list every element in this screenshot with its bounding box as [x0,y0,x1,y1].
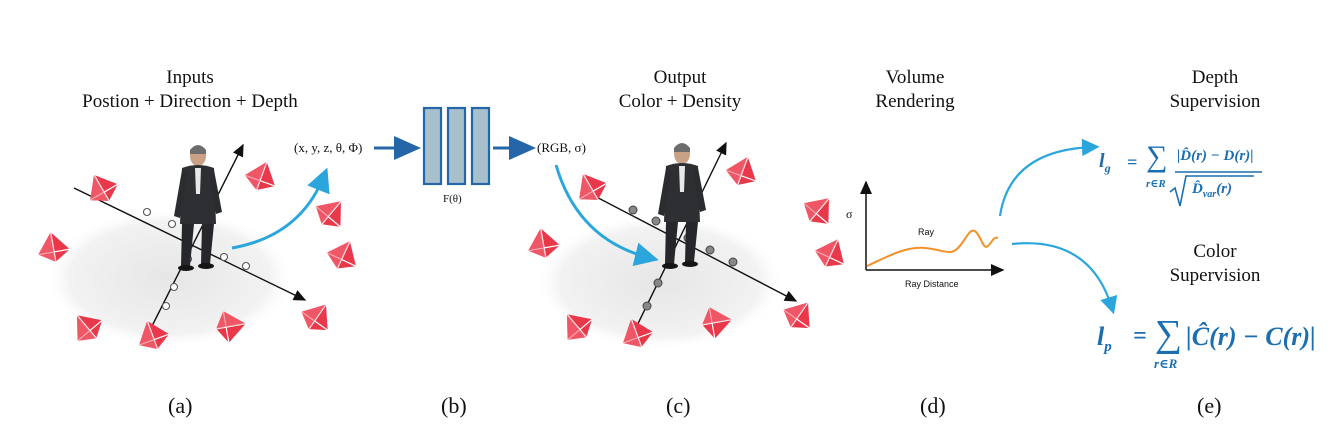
color-supervision-arrow [1011,242,1118,315]
color-loss-lhs: lp [1097,322,1112,356]
color-loss-equals: = [1133,323,1147,349]
panel-a-title: Inputs Postion + Direction + Depth [40,66,340,114]
axis-a-y [144,143,244,341]
caption-a: (a) [168,393,193,418]
network-layer-1 [422,106,443,186]
color-loss-sum-index: r∈R [1154,356,1178,371]
floor-shadow-a [45,208,295,348]
depth-loss-sum-symbol: ∑ [1146,140,1168,173]
input-tuple-label: (x, y, z, θ, Φ) [294,140,363,155]
depth-loss-denominator-arg: (r) [1216,181,1233,197]
ray-density-curve [866,229,999,267]
color-supervision-title: Color Supervision [1150,240,1280,288]
panel-a-title-line1: Inputs [166,67,214,88]
sqrt-sign [1169,175,1254,207]
panel-c-title-line2: Color + Density [618,91,742,112]
caption-b: (b) [441,393,467,418]
color-loss-body: |Ĉ(r) − C(r)| [1186,322,1316,351]
network-layer-3 [470,106,491,186]
depth-loss-numerator: |D̂(r) − D(r)| [1177,148,1254,164]
depth-loss-equals: = [1127,152,1138,172]
decode-arrow-c [554,164,659,266]
panel-d-title: Volume Rendering [860,66,970,114]
encode-arrow-a [231,167,330,250]
color-loss-lhs-sub: p [1104,339,1112,356]
color-loss-sum-symbol: ∑ [1155,313,1183,355]
plot-x-axis-label: Ray Distance [905,279,959,289]
depth-supervision-title-line1: Depth [1191,67,1239,88]
supervision-arrows-e [998,138,1118,315]
caption-e: (e) [1197,393,1222,418]
depth-supervision-arrow [998,138,1100,217]
output-tuple-label: (RGB, σ) [537,140,586,155]
panel-c-title: Output Color + Density [580,66,780,114]
panel-a-title-line2: Postion + Direction + Depth [82,91,298,112]
color-supervision-title-line1: Color [1193,241,1237,262]
caption-c: (c) [666,393,691,418]
ray-curve-label: Ray [918,227,935,237]
depth-loss-denominator: D̂var(r) [1192,181,1233,200]
depth-supervision-title-line2: Supervision [1169,91,1261,112]
network-layer-2 [446,106,467,186]
caption-d: (d) [920,393,946,418]
depth-loss-lhs-sub: g [1104,161,1111,175]
plot-y-axis-label: σ [846,207,853,221]
scene-a [34,143,366,356]
panel-c-title-line1: Output [653,67,707,88]
network-b [374,106,536,186]
depth-loss-lhs: lg [1099,150,1111,175]
depth-loss-sum-index: r∈R [1146,178,1166,190]
scene-c [524,141,854,354]
panel-d-title-line2: Rendering [875,91,955,112]
panel-d-title-line1: Volume [885,67,945,88]
volume-plot-d [860,180,1005,276]
network-label: F(θ) [443,193,462,205]
depth-supervision-title: Depth Supervision [1150,66,1280,114]
depth-loss-denominator-sub: var [1202,189,1217,200]
color-supervision-title-line2: Supervision [1169,265,1261,286]
